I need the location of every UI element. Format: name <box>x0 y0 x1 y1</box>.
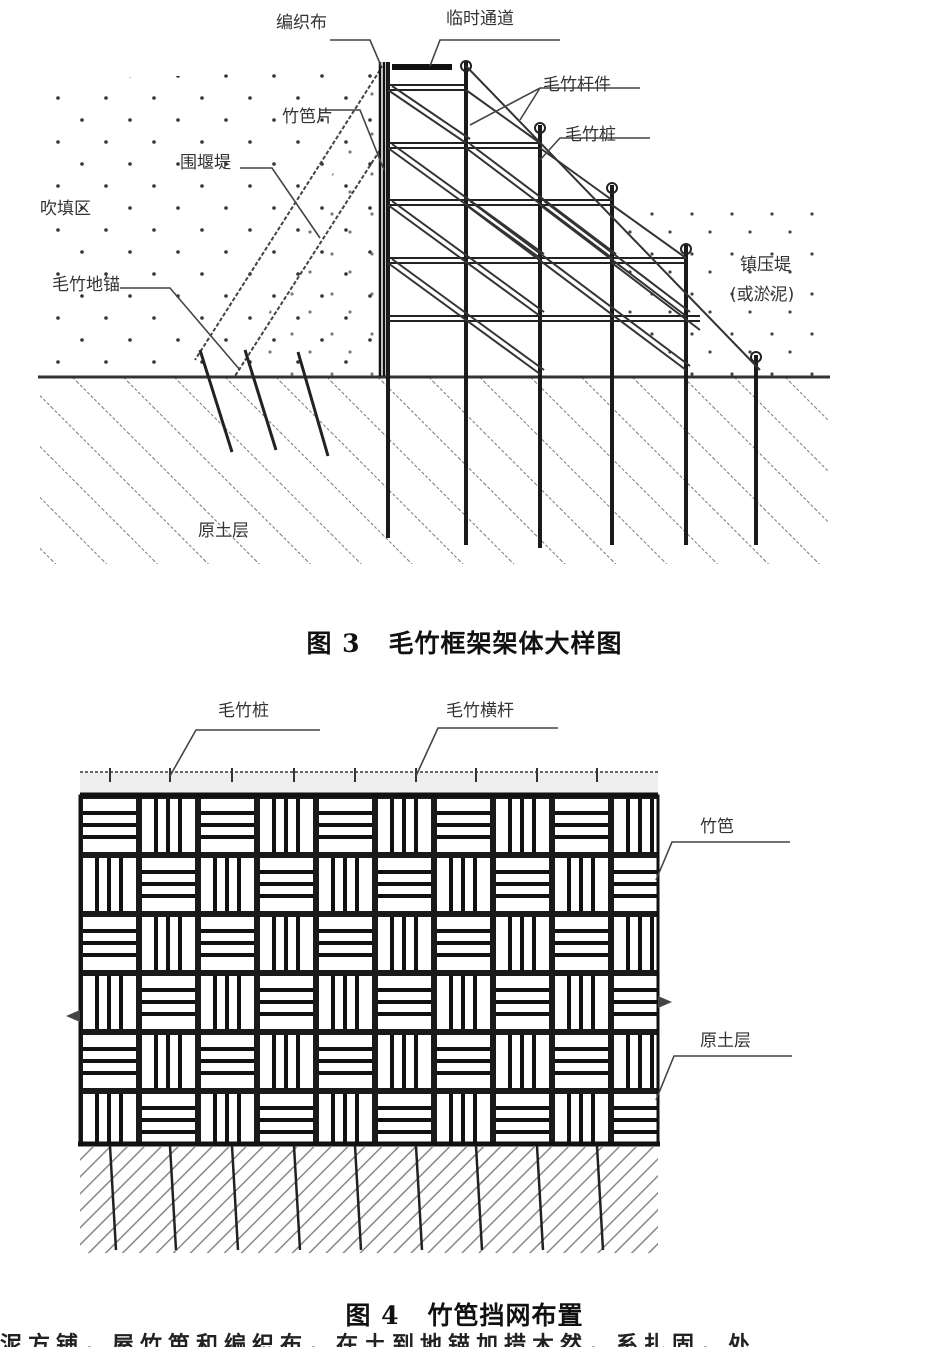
temporary-walkway <box>392 64 452 70</box>
figure-3-number: 图 3 <box>306 629 361 658</box>
figure-3: 编织布 临时通道 毛竹杆件 竹笆片 毛竹桩 围堰堤 吹填区 毛竹地锚 镇压堤 (… <box>0 0 929 600</box>
crossbar-strip <box>80 772 658 794</box>
geotextile-layer <box>378 62 386 376</box>
label-bamboo-crossbar: 毛竹横杆 <box>446 701 514 721</box>
piles-in-soil <box>108 1145 605 1251</box>
leader-lines <box>120 39 650 371</box>
label-bamboo-anchor: 毛竹地锚 <box>52 275 120 295</box>
horizontal-members <box>388 84 700 322</box>
label-surcharge-alt: (或淤泥) <box>730 285 794 305</box>
figure-4: 毛竹桩 毛竹横杆 竹笆 原土层 <box>0 680 929 1280</box>
soil-hatch-4 <box>80 1147 658 1253</box>
figure-3-title: 毛竹框架架体大样图 <box>388 629 623 658</box>
cut-off-body-text: 泥方铺，屋竹笆和编织布，在土到地锚加措木然，系扎固，处 <box>0 1332 757 1347</box>
label-bamboo-mat-piece: 竹笆片 <box>282 107 333 127</box>
leader-lines-4 <box>169 727 792 1101</box>
label-embankment: 围堰堤 <box>180 153 231 173</box>
label-bamboo-pile: 毛竹桩 <box>565 125 616 145</box>
label-surcharge: 镇压堤 <box>740 255 791 275</box>
diagonal-braces <box>387 65 761 375</box>
label-original-soil-4: 原土层 <box>700 1031 751 1051</box>
label-bamboo-pile-4: 毛竹桩 <box>218 701 269 721</box>
figure-4-title: 竹笆挡网布置 <box>427 1301 584 1330</box>
soil-hatch <box>40 378 828 564</box>
figure-4-number: 图 4 <box>345 1301 400 1330</box>
pile-heads <box>109 768 598 782</box>
bamboo-mat-weave <box>78 794 660 1146</box>
label-walkway: 临时通道 <box>446 9 514 29</box>
label-bamboo-mat: 竹笆 <box>700 817 734 837</box>
figure-3-drawing: 编织布 临时通道 毛竹杆件 竹笆片 毛竹桩 围堰堤 吹填区 毛竹地锚 镇压堤 (… <box>38 9 830 564</box>
label-bamboo-member: 毛竹杆件 <box>543 75 611 95</box>
figure-4-caption: 图 4 竹笆挡网布置 <box>0 1296 929 1332</box>
surcharge-zone-area <box>600 200 828 376</box>
bamboo-anchors <box>198 349 330 457</box>
label-geotextile: 编织布 <box>276 13 327 33</box>
figure-3-caption: 图 3 毛竹框架架体大样图 <box>0 624 929 660</box>
figure-4-drawing: 毛竹桩 毛竹横杆 竹笆 原土层 <box>66 701 792 1253</box>
label-original-soil: 原土层 <box>198 521 249 541</box>
label-fill-zone: 吹填区 <box>40 199 91 219</box>
